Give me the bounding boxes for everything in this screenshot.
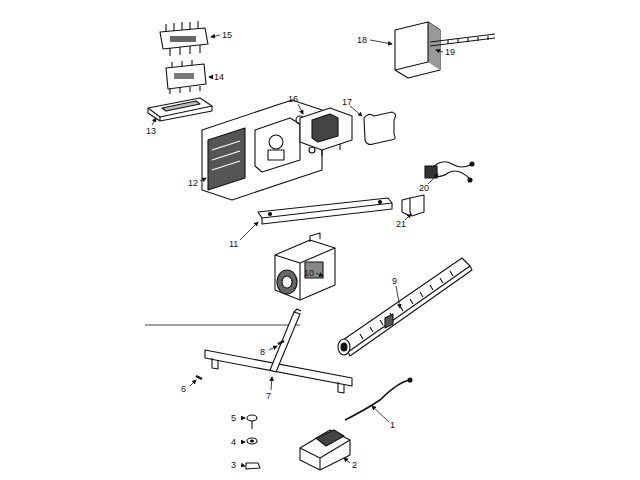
callout-number: 2: [352, 460, 357, 471]
leader-lines: [152, 35, 443, 466]
callout-number: 11: [229, 239, 238, 250]
cover: [395, 22, 495, 78]
callout-number: 19: [445, 47, 455, 58]
callout-number: 14: [214, 72, 224, 83]
gear-motor: [275, 233, 335, 300]
callout-number: 6: [181, 384, 186, 395]
callout-number: 17: [342, 97, 352, 108]
drive-rail: [338, 258, 472, 356]
pulley-bracket: [300, 430, 350, 470]
socket: [166, 60, 206, 94]
t-frame: [205, 309, 352, 393]
callout-number: 4: [231, 437, 236, 448]
callout-number: 10: [304, 268, 314, 279]
wire-clip: [364, 112, 396, 145]
callout-number: 20: [419, 183, 429, 194]
callout-number: 3: [231, 460, 236, 471]
wire: [345, 380, 410, 420]
circuit-board: [202, 100, 322, 200]
callout-number: 15: [222, 30, 232, 41]
screw: [196, 341, 284, 379]
limit-switch: [300, 108, 352, 156]
callout-number: 18: [357, 35, 367, 46]
callout-number: 13: [146, 126, 156, 137]
callout-number: 16: [288, 94, 298, 105]
fasteners: [246, 415, 260, 469]
callout-number: 9: [392, 276, 397, 287]
callout-number: 21: [396, 219, 406, 230]
callout-number: 7: [266, 391, 271, 402]
callout-number: 5: [231, 413, 236, 424]
rule-line: [145, 325, 300, 326]
plug: [160, 21, 208, 56]
mount-rail: [258, 198, 392, 224]
lamp-socket: [402, 162, 474, 216]
mount-plate: [148, 98, 212, 121]
callout-number: 12: [188, 178, 198, 189]
callout-number: 1: [390, 420, 395, 431]
callout-number: 8: [260, 347, 265, 358]
